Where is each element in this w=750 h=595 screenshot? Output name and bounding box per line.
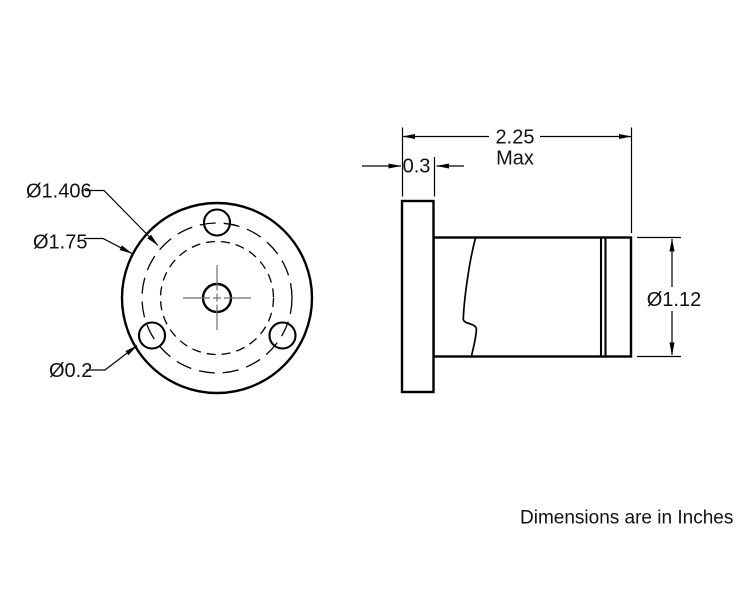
- dim-overall-length: 2.25 Max: [401, 127, 633, 233]
- units-note: Dimensions are in Inches: [520, 508, 733, 529]
- body-hidden-circle: [159, 240, 275, 356]
- flange-thickness-value: 0.3: [403, 156, 431, 178]
- label-flange-dia: Ø1.75: [33, 232, 87, 254]
- flange-outline-circle: [120, 201, 314, 395]
- leader-bolt-circle-dia: [85, 189, 159, 246]
- overall-length-value: 2.25: [496, 127, 535, 149]
- label-hole-dia: Ø0.2: [49, 360, 92, 382]
- mounting-hole-lower-right: [268, 321, 297, 350]
- flange-outline: [400, 199, 435, 394]
- overall-length-qualifier: Max: [496, 148, 534, 170]
- bolt-circle-centerline: [141, 222, 293, 374]
- dim-flange-thickness: 0.3: [362, 156, 464, 197]
- body-contour-line: [462, 237, 478, 357]
- label-bolt-circle-dia: Ø1.406: [26, 181, 92, 203]
- mounting-hole-top: [202, 208, 232, 237]
- body-dia-value: Ø1.12: [647, 289, 701, 311]
- leader-hole-dia: [86, 345, 138, 371]
- side-view: 2.25 Max 0.3 Ø1.12: [362, 127, 701, 394]
- mounting-hole-lower-left: [137, 321, 167, 350]
- leader-flange-dia: [84, 237, 133, 255]
- dim-body-dia: Ø1.12: [637, 236, 701, 358]
- front-view: Ø1.406 Ø1.75 Ø0.2: [26, 181, 314, 395]
